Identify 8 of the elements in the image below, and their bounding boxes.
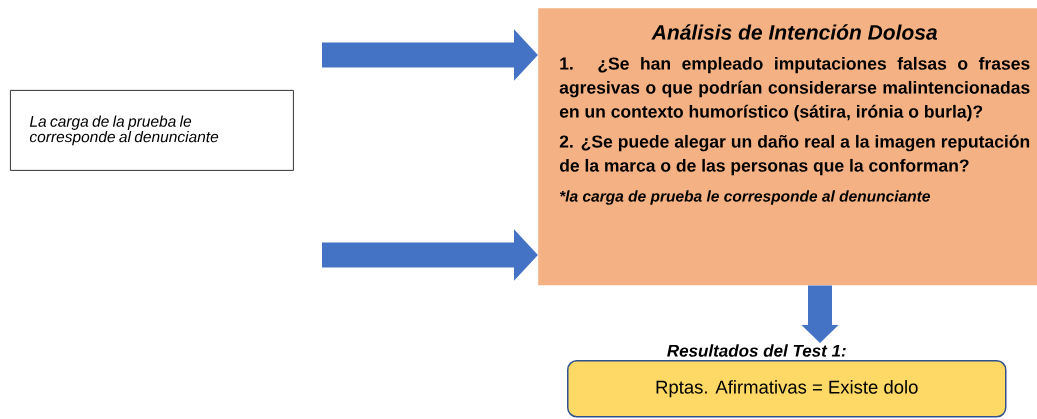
analysis-panel	[538, 8, 1037, 286]
question: 2. ¿Se puede alegar un daño real a la imagen reputación de la marca o de las personas que la conforman?	[559, 134, 1030, 176]
result-box: Rptas. Afirmativas = Existe dolo	[567, 360, 1007, 418]
heading: Resultados del Test 1:	[667, 344, 846, 357]
text-box: La carga de la prueba le corresponde al denunciante	[10, 90, 294, 171]
note: *la carga de prueba le corresponde al denunciante	[559, 190, 930, 205]
question: 1. ¿Se han empleado imputaciones falsas o frases agresivas o que podrían considerarse malintencionadas en un contexto humorístico (sátira, irónia o burla)?	[559, 56, 1030, 122]
heading: Análisis de Intención Dolosa	[651, 24, 937, 40]
